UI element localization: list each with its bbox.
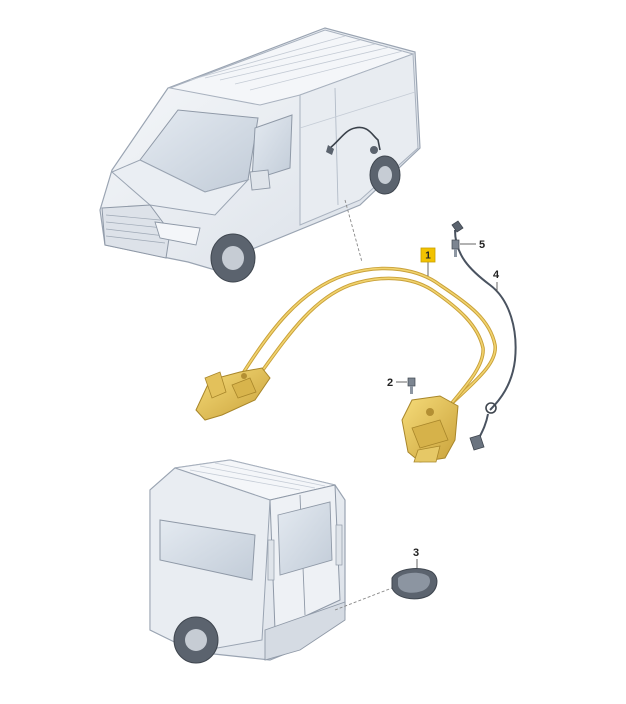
bolt-part-2 (407, 377, 416, 394)
leader-rear-to-cover (334, 587, 393, 611)
leader-van-to-assembly (344, 199, 363, 263)
callout-label-3: 3 (413, 547, 419, 559)
cover-cap-part-3 (391, 568, 438, 600)
callout-label-2: 2 (387, 377, 393, 389)
door-lock-cable-assembly (195, 266, 497, 463)
callout-label-5: 5 (479, 239, 485, 251)
callout-label-4: 4 (493, 269, 500, 281)
van-rear-view (149, 459, 346, 664)
callout-part-1[interactable]: 1 (420, 247, 436, 276)
van-front-view (99, 27, 421, 283)
callout-part-2[interactable]: 2 (387, 377, 407, 389)
callout-part-5[interactable]: 5 (460, 239, 485, 251)
callout-label-1: 1 (425, 251, 431, 262)
wiring-harness (451, 220, 517, 451)
callout-part-3[interactable]: 3 (413, 547, 419, 568)
bolt-part-5 (451, 239, 460, 257)
callout-part-4[interactable]: 4 (493, 269, 500, 292)
